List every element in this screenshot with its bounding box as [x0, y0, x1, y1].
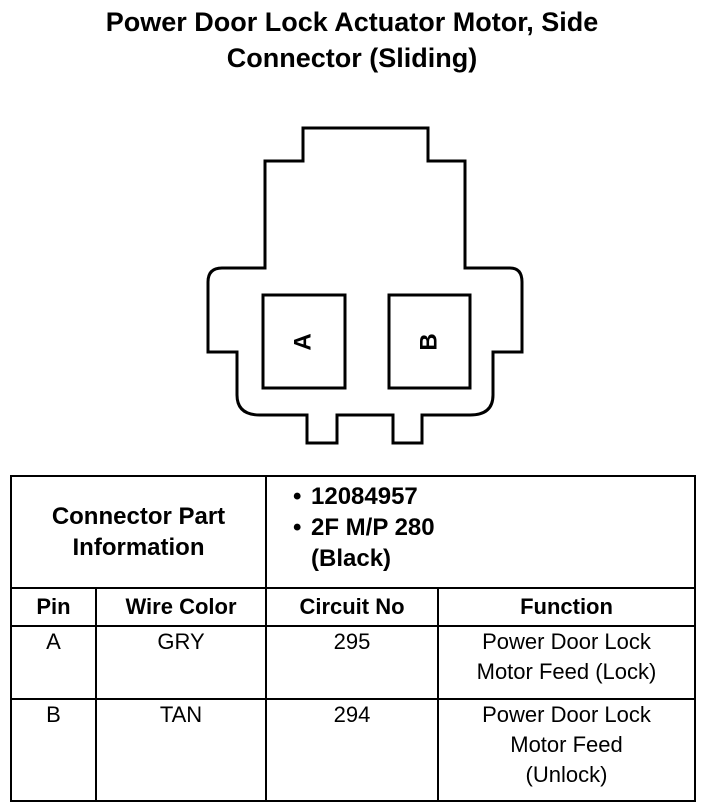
- connector-diagram: [206, 126, 524, 445]
- part-number: 12084957: [293, 481, 694, 512]
- function-line: Power Door Lock: [482, 702, 651, 727]
- connector-outline: [206, 126, 524, 445]
- wire-color-cell: GRY: [95, 625, 267, 700]
- pin-b-label: B: [415, 333, 443, 351]
- part-info-label-2: Information: [72, 534, 205, 561]
- function-line: Power Door Lock: [482, 629, 651, 654]
- circuit-cell: 294: [265, 698, 439, 802]
- part-info-values: 12084957 2F M/P 280 (Black): [265, 475, 696, 589]
- circuit-cell: 295: [265, 625, 439, 700]
- pin-b-cavity: [387, 293, 472, 390]
- table-row: A GRY 295 Power Door Lock Motor Feed (Lo…: [10, 625, 696, 700]
- pin-a-cavity: [261, 293, 347, 390]
- col-wire-color: Wire Color: [95, 587, 267, 627]
- function-line: (Unlock): [525, 762, 608, 787]
- function-cell: Power Door Lock Motor Feed (Lock): [437, 625, 696, 700]
- col-function: Function: [437, 587, 696, 627]
- connector-table: Connector Part Information 12084957 2F M…: [10, 475, 696, 802]
- table-row: B TAN 294 Power Door Lock Motor Feed (Un…: [10, 698, 696, 802]
- title-line-1: Power Door Lock Actuator Motor, Side: [105, 7, 599, 37]
- function-line: Motor Feed: [510, 732, 623, 757]
- pin-cell: A: [10, 625, 97, 700]
- function-line: Motor Feed (Lock): [476, 659, 657, 684]
- pin-cell: B: [10, 698, 97, 802]
- part-info-label-1: Connector Part: [51, 503, 226, 530]
- pin-a-label: A: [289, 333, 317, 351]
- part-location: 2F M/P 280: [293, 512, 694, 543]
- part-color: (Black): [311, 545, 392, 572]
- part-info-label: Connector Part Information: [10, 475, 267, 589]
- col-pin: Pin: [10, 587, 97, 627]
- function-cell: Power Door Lock Motor Feed (Unlock): [437, 698, 696, 802]
- wire-color-cell: TAN: [95, 698, 267, 802]
- title-line-2: Connector (Sliding): [226, 43, 478, 73]
- col-circuit: Circuit No: [265, 587, 439, 627]
